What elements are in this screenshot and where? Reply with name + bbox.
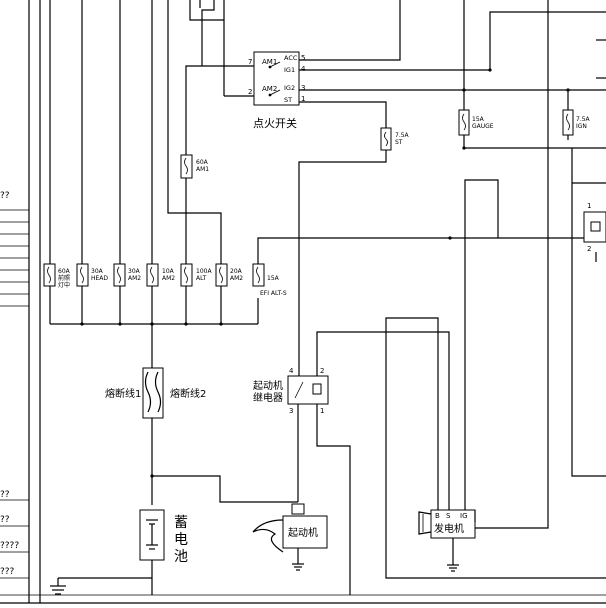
generator: B S IG 发电机	[385, 0, 606, 579]
margin-marks: ?? ?? ?? ???? ???	[0, 191, 19, 577]
side-relay-pin: 1	[587, 202, 591, 210]
ground-symbol	[50, 577, 152, 595]
fuse-rating: 60A	[58, 268, 71, 275]
top-feed-wires	[49, 0, 225, 264]
am2-label: AM2	[262, 85, 277, 93]
fuse-rating: 20A	[230, 268, 243, 275]
relay-pin: 2	[320, 367, 324, 375]
pin-am2: 2	[248, 88, 252, 96]
relay-pin: 4	[289, 367, 294, 375]
pin-ig2: IG2	[284, 84, 295, 92]
fuse-name: IGN	[576, 123, 587, 130]
fuse-name: ALT	[196, 275, 207, 282]
fuse-rating: 100A	[196, 268, 212, 275]
fuse-name: ST	[395, 139, 403, 146]
fuse-name: 前照	[58, 274, 70, 282]
gen-terminal: IG	[460, 512, 468, 520]
pin-st: ST	[284, 96, 292, 104]
margin-mark: ??	[0, 515, 10, 525]
fuse-name: EFI ALT-S	[260, 290, 287, 297]
fuse-name: HEAD	[91, 275, 108, 282]
pin-acc: ACC	[284, 54, 298, 62]
gen-terminal: B	[435, 512, 440, 520]
gen-terminal: S	[446, 512, 451, 520]
terminal: 3	[301, 84, 305, 92]
fusible-link-right-label: 熔断线2	[170, 387, 206, 400]
fusible-link-body	[142, 367, 164, 419]
fuse-rating: 30A	[91, 268, 104, 275]
starter-motor: 起动机	[252, 503, 328, 571]
generator-label: 发电机	[434, 522, 464, 535]
fuse: 15A EFI ALT-S	[252, 263, 287, 297]
margin-mark: ???	[0, 567, 15, 577]
margin-mark: ??	[0, 191, 10, 201]
terminal: 4	[301, 65, 306, 73]
margin-mark: ??	[0, 490, 10, 500]
ignition-switch-label: 点火开关	[253, 116, 297, 130]
fuse-rating: 30A	[128, 268, 141, 275]
fuse-name: AM1	[196, 166, 209, 173]
battery-label: 电	[174, 532, 188, 548]
fuse-name: AM2	[162, 275, 175, 282]
am1-label: AM1	[262, 58, 277, 66]
side-relay-pin: 2	[587, 245, 591, 253]
terminal: 1	[301, 95, 305, 103]
fuse-name: 灯中	[58, 281, 70, 289]
fuse-row: 60A 前照 灯中 30A HEAD 30A AM2 10A AM2 100A …	[43, 236, 606, 326]
ignition-switch-body	[253, 51, 300, 106]
fuse-name: AM2	[128, 275, 141, 282]
fuse: 60A 前照 灯中	[43, 263, 71, 289]
side-relay: 1 2	[571, 148, 606, 477]
terminal: 5	[301, 54, 305, 62]
fuse-rating: 15A	[267, 275, 280, 282]
battery: 蓄 电 池	[139, 509, 188, 595]
fuse-rating: 7.5A	[395, 132, 410, 139]
fuse-rating: 7.5A	[576, 116, 591, 123]
starter-relay: 4 2 3 1 起动机 继电器	[253, 331, 450, 595]
relay-pin: 3	[289, 407, 293, 415]
starter-label: 起动机	[288, 526, 318, 539]
fuse: 20A AM2	[215, 263, 243, 287]
battery-label: 蓄	[174, 515, 188, 531]
fuse-rating: 15A	[472, 116, 485, 123]
starter-relay-label: 继电器	[253, 391, 283, 404]
fuse-rating: 60A	[196, 159, 209, 166]
pin-am1: 7	[248, 58, 252, 66]
starter-relay-label: 起动机	[253, 379, 283, 392]
margin-mark: ????	[0, 541, 19, 551]
fuse-rating: 10A	[162, 268, 175, 275]
fuse: 100A ALT	[180, 263, 212, 287]
fusible-link-left-label: 熔断线1	[105, 387, 141, 400]
top-fuses: 7.5A ST 15A GAUGE 7.5A IGN	[380, 109, 591, 151]
am1-fuse: 60A AM1	[180, 65, 209, 264]
pin-ig1: IG1	[284, 66, 295, 74]
fuse: 10A AM2	[146, 263, 175, 287]
fuse-name: AM2	[230, 275, 243, 282]
fuse: 30A AM2	[113, 263, 141, 287]
battery-label: 池	[174, 549, 188, 565]
fuse: 30A HEAD	[76, 263, 108, 287]
fusible-links: 熔断线1 熔断线2	[105, 324, 298, 505]
relay-pin: 1	[320, 407, 324, 415]
ignition-switch: AM1 AM2 ACC IG1 IG2 ST 7 2 5 4 3 1 点火开关	[248, 51, 306, 130]
fuse-name: GAUGE	[472, 123, 494, 130]
